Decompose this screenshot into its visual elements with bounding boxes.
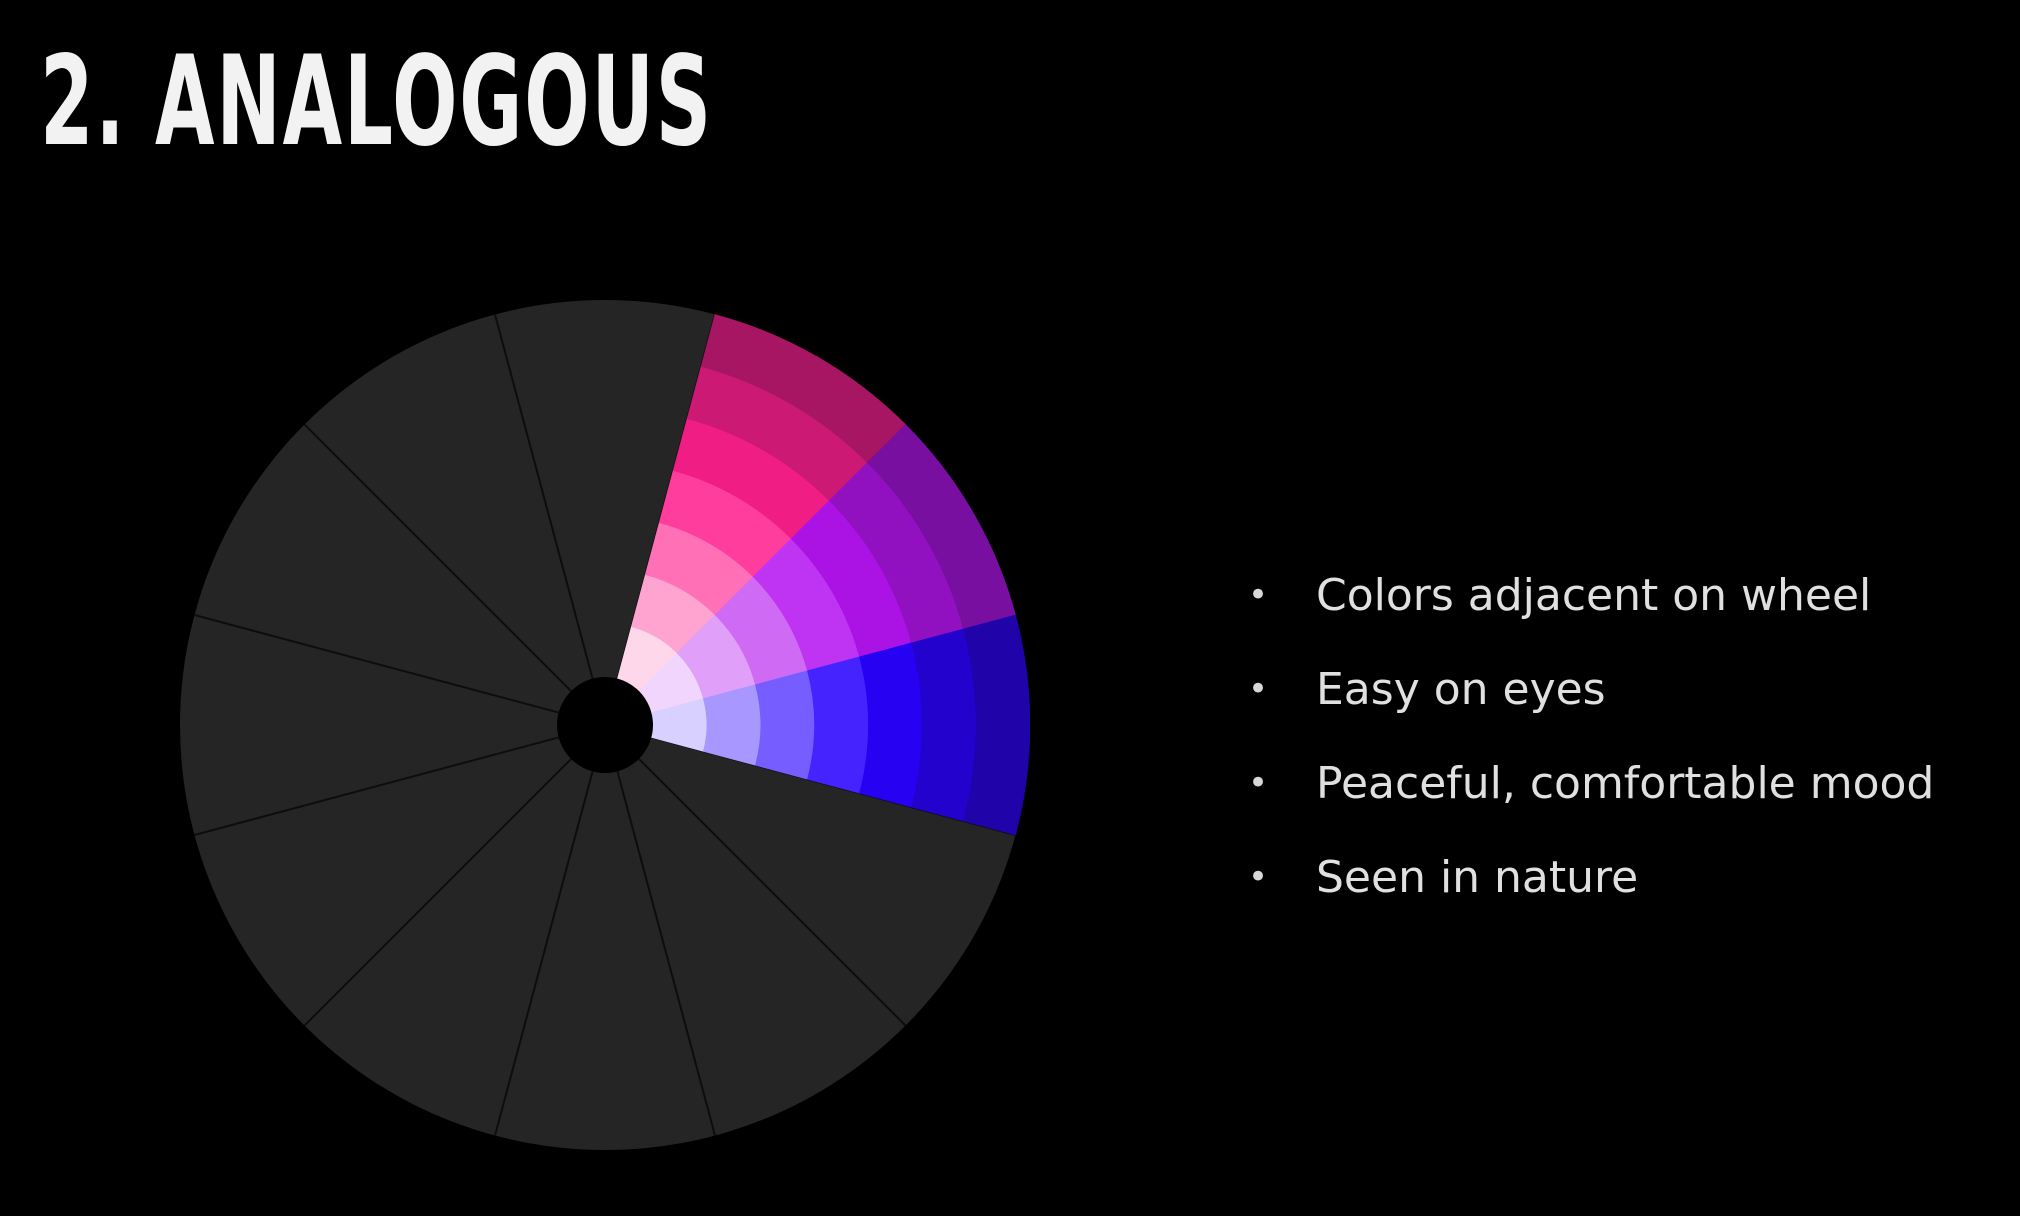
wheel-segment-blue — [859, 642, 923, 808]
bullet-text: Peaceful, comfortable mood — [1316, 757, 1935, 809]
color-wheel — [180, 300, 1030, 1150]
wheel-center-hole — [557, 677, 653, 773]
segment-divider — [638, 758, 907, 1027]
bullet-dot-icon: • — [1248, 857, 1269, 897]
bullet-list: • Colors adjacent on wheel • Easy on eye… — [1248, 548, 1934, 924]
wheel-segment-blue — [807, 656, 869, 794]
bullet-text: Colors adjacent on wheel — [1316, 569, 1872, 621]
segment-divider — [494, 771, 594, 1136]
bullet-item-adjacent: • Colors adjacent on wheel — [1248, 548, 1934, 642]
segment-divider — [194, 614, 559, 714]
segment-divider — [194, 736, 559, 836]
wheel-segment-blue — [963, 614, 1030, 836]
bullet-item-peaceful: • Peaceful, comfortable mood — [1248, 736, 1934, 830]
segment-divider — [303, 423, 572, 692]
bullet-item-easy: • Easy on eyes — [1248, 642, 1934, 736]
segment-divider — [494, 314, 594, 679]
wheel-segment-blue — [755, 670, 815, 780]
segment-divider — [303, 758, 572, 1027]
bullet-text: Seen in nature — [1316, 851, 1639, 903]
bullet-item-nature: • Seen in nature — [1248, 830, 1934, 924]
bullet-text: Easy on eyes — [1316, 663, 1606, 715]
wheel-segment-blue — [703, 684, 762, 766]
segment-divider — [616, 771, 716, 1136]
slide-title: 2. ANALOGOUS — [40, 30, 713, 174]
bullet-dot-icon: • — [1248, 763, 1269, 803]
bullet-dot-icon: • — [1248, 575, 1269, 615]
bullet-dot-icon: • — [1248, 669, 1269, 709]
